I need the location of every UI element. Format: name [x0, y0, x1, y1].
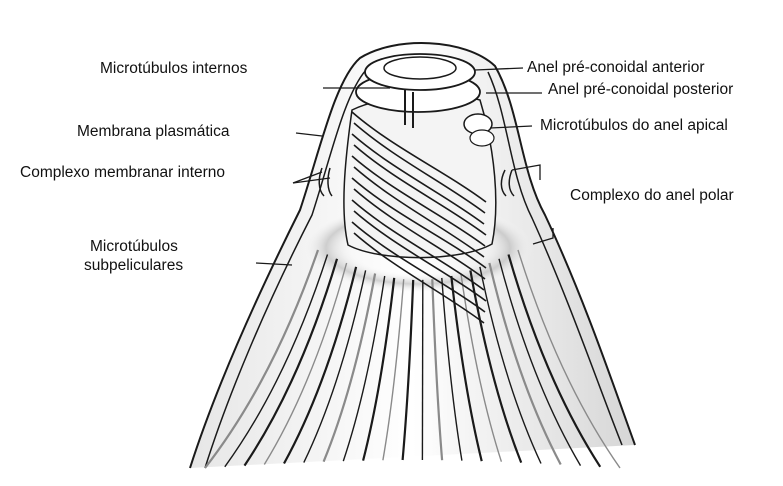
- label-microtubulos-subpeliculares-1: Microtúbulos: [90, 238, 178, 256]
- apical-ring-microtubules-2: [470, 130, 494, 146]
- label-anel-preconoidal-posterior: Anel pré-conoidal posterior: [548, 81, 733, 99]
- anterior-preconoidal-ring-inner: [384, 57, 456, 79]
- label-microtubulos-subpeliculares-2: subpeliculares: [84, 257, 183, 275]
- label-complexo-anel-polar: Complexo do anel polar: [570, 187, 734, 205]
- label-anel-preconoidal-anterior: Anel pré-conoidal anterior: [527, 59, 705, 77]
- label-microtubulos-internos: Microtúbulos internos: [100, 60, 247, 78]
- label-complexo-membranar-interno: Complexo membranar interno: [20, 164, 225, 182]
- label-membrana-plasmatica: Membrana plasmática: [77, 123, 229, 141]
- label-microtubulos-anel-apical: Microtúbulos do anel apical: [540, 117, 728, 135]
